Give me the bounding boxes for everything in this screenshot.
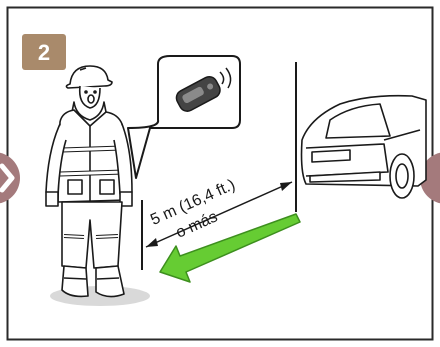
step-number: 2 <box>38 40 50 65</box>
step-badge: 2 <box>22 34 66 70</box>
